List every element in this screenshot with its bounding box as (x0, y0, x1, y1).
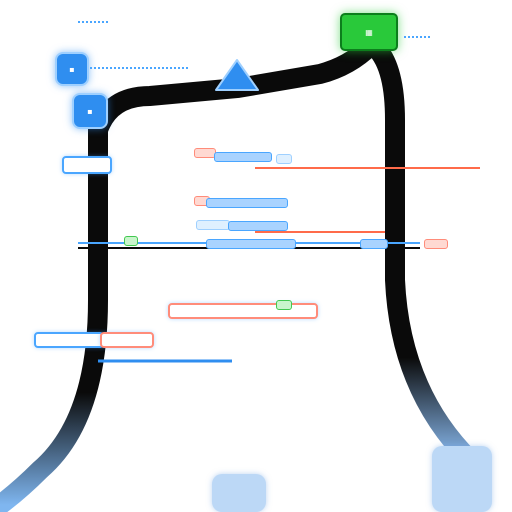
chip-green-2 (276, 300, 292, 310)
track-top-arch (88, 36, 380, 140)
track-left (0, 120, 108, 512)
square-glyph-icon: ▪ (87, 106, 93, 116)
chip-red-3 (424, 239, 448, 249)
chip-green-1 (124, 236, 138, 246)
input-chip-left[interactable] (62, 156, 112, 174)
triangle-icon (215, 59, 259, 91)
input-chip-lower-left-2[interactable] (100, 332, 154, 348)
chip-blue-2 (206, 198, 288, 208)
dotted-connector-top (90, 67, 190, 69)
node-left-lower[interactable]: ▪ (72, 93, 108, 129)
chip-blue-5 (360, 239, 388, 249)
input-chip-lower-left[interactable] (34, 332, 104, 348)
terminal-right (432, 446, 492, 512)
dotted-connector-upper (78, 21, 108, 23)
terminal-center (212, 474, 266, 512)
node-right-top[interactable]: ▦ (340, 13, 398, 51)
node-left-upper[interactable]: ▪ (55, 52, 89, 86)
square-glyph-icon: ▪ (69, 64, 75, 74)
dotted-connector-right (404, 36, 432, 38)
chip-blue-3 (228, 221, 288, 231)
chip-light-1 (276, 154, 292, 164)
track-right (368, 40, 480, 470)
node-center-peak[interactable] (214, 58, 260, 94)
grid-icon: ▦ (365, 27, 373, 37)
chip-blue-4 (206, 239, 296, 249)
chip-light-2 (196, 220, 230, 230)
chip-blue-1 (214, 152, 272, 162)
input-chip-center[interactable] (168, 303, 318, 319)
chip-red-1 (194, 148, 216, 158)
